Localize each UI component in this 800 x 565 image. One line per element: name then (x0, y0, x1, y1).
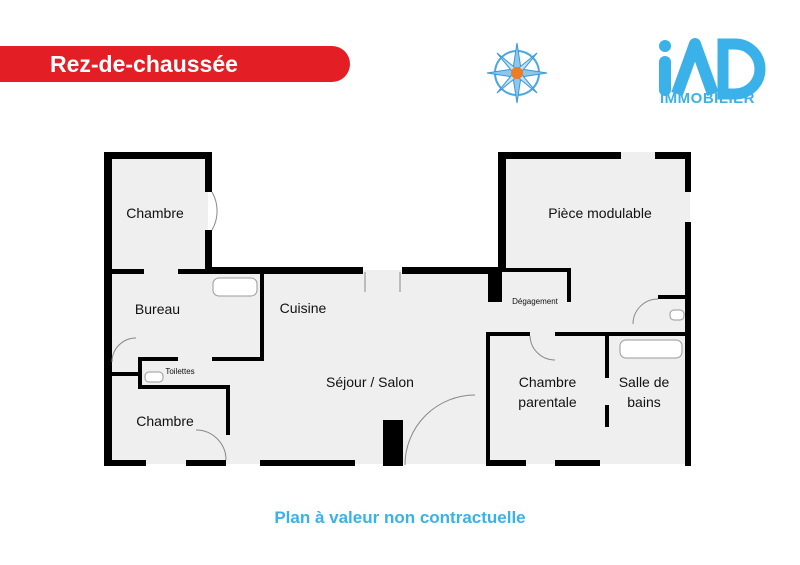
bathtub-icon (619, 339, 683, 359)
room-label-toilettes: Toilettes (165, 367, 195, 376)
disclaimer: Plan à valeur non contractuelle (274, 508, 526, 527)
logo-subtitle: IMMOBILIER (660, 90, 755, 107)
room-label-piece-modulable: Pièce modulable (548, 205, 652, 221)
floor-title: Rez-de-chaussée (50, 51, 238, 77)
fixtures (144, 277, 685, 383)
toilet-icon (144, 371, 164, 383)
room-label-salle-de-bains: Salle de bains (618, 374, 670, 410)
iad-logo (659, 38, 766, 100)
walls (104, 152, 691, 466)
doors (111, 191, 659, 466)
bathtub-icon (212, 277, 258, 297)
room-label-chambre: Chambre (136, 413, 194, 429)
floor-area (104, 152, 690, 464)
room-label-bureau: Bureau (134, 301, 181, 317)
room-label-degagement: Dégagement (512, 297, 558, 306)
room-label-sejour: Séjour / Salon (326, 374, 414, 390)
toilet-icon (669, 309, 685, 321)
room-label-chambre-parentale: Chambre parentale (518, 374, 577, 410)
room-label-cuisine: Cuisine (279, 300, 327, 316)
room-label-chambre: Chambre (126, 205, 184, 221)
compass-rose-icon (486, 42, 548, 104)
floor-banner: Rez-de-chaussée (0, 46, 350, 82)
